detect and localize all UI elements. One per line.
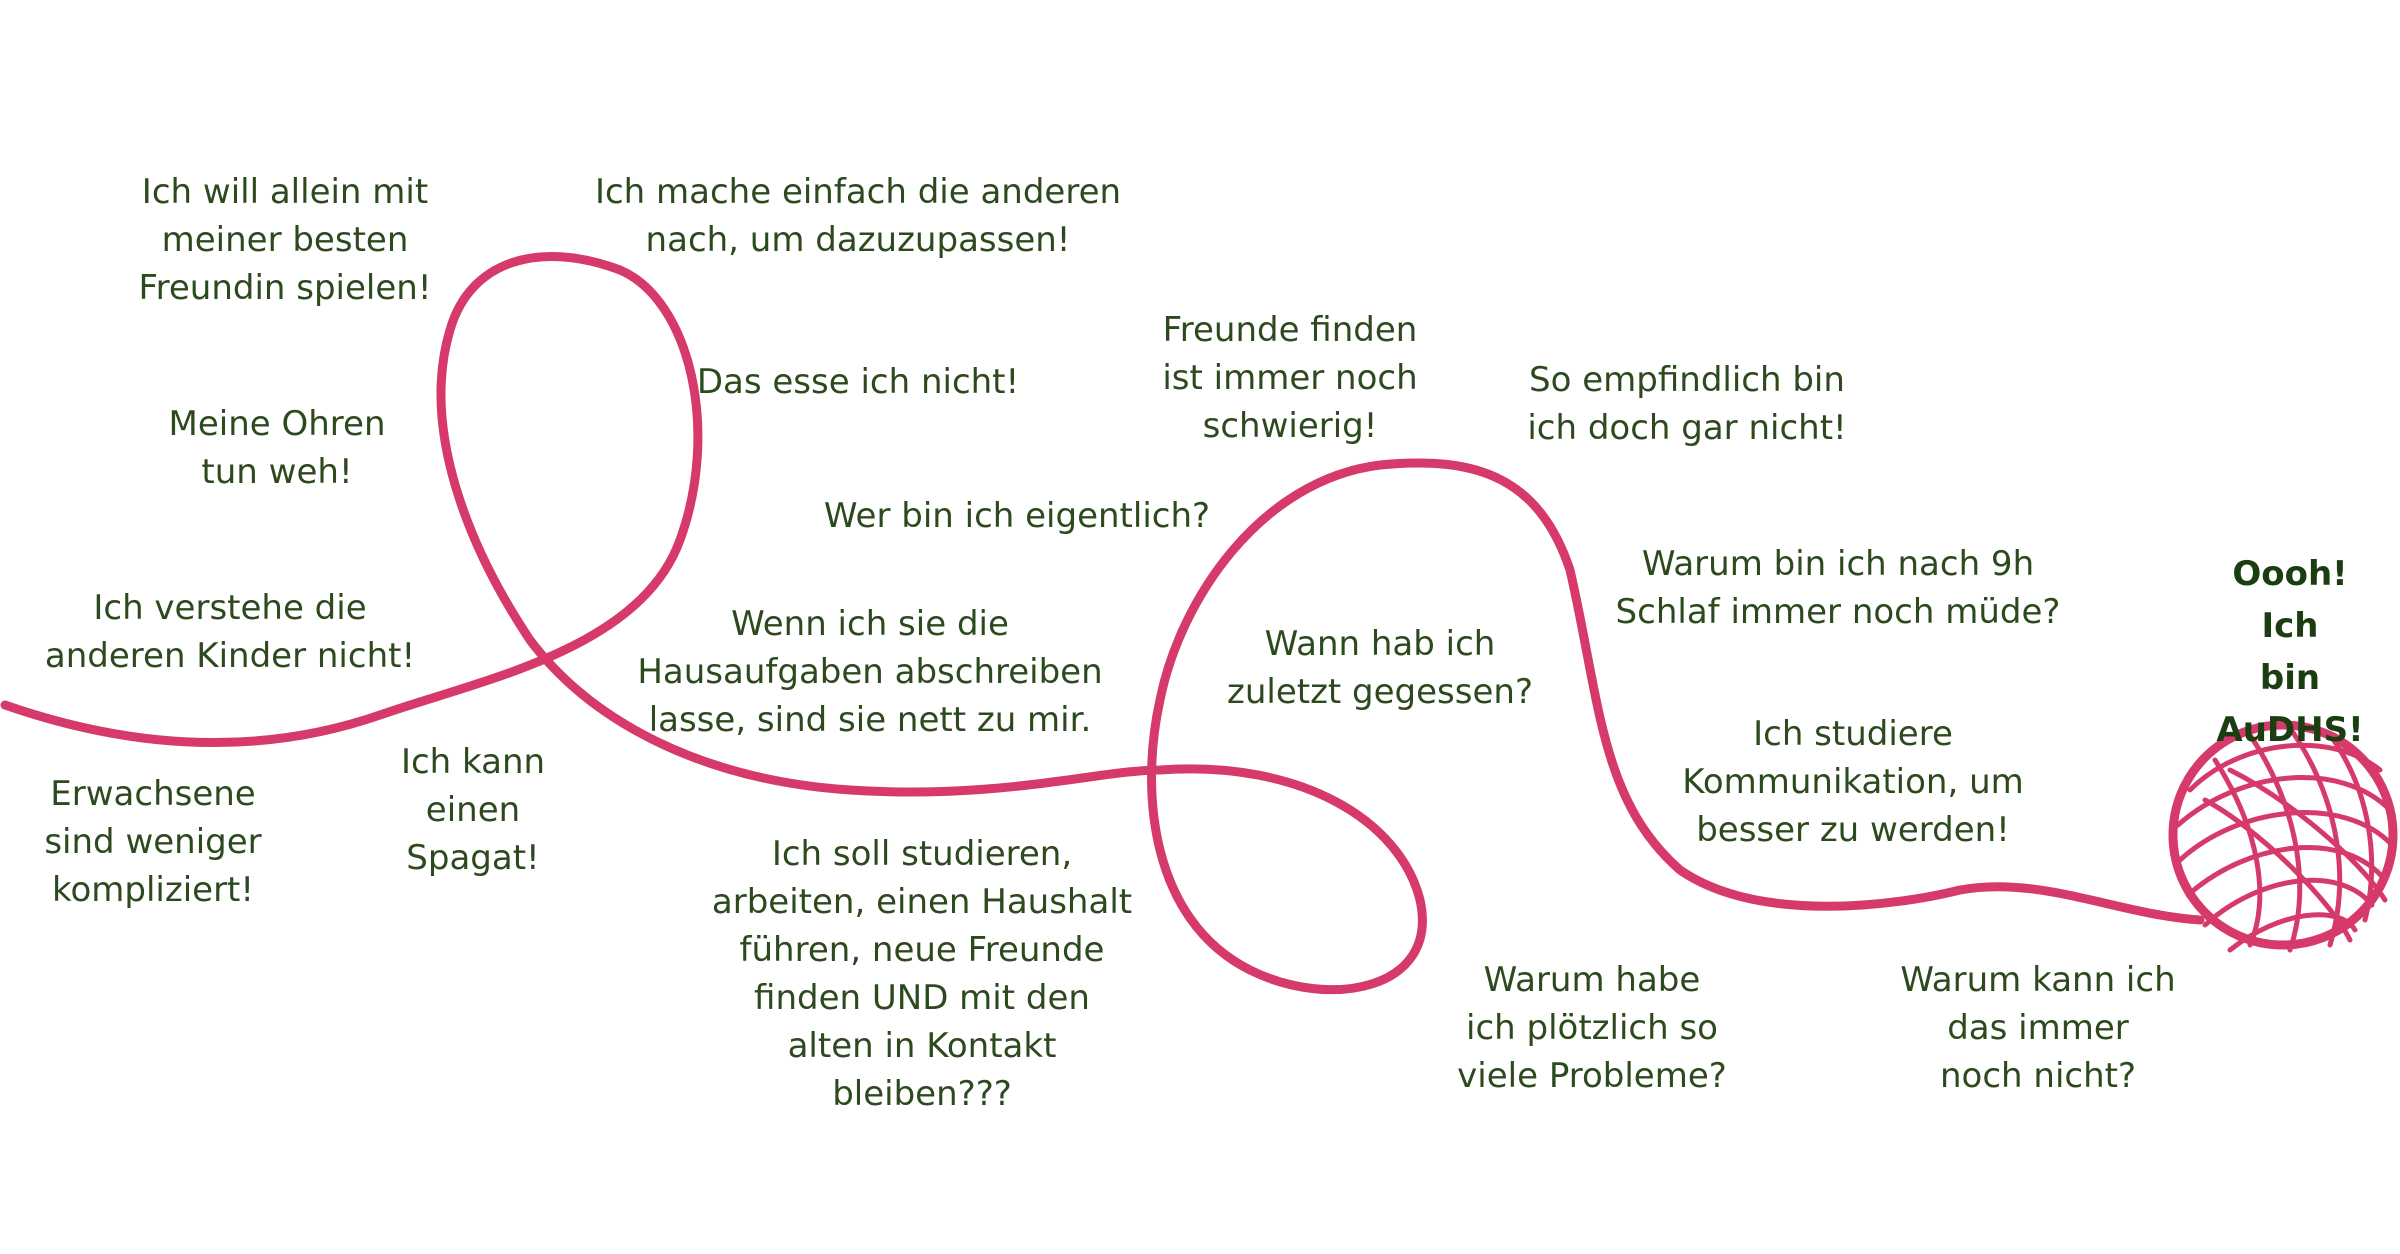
label-empfindlich: So empfindlich bin ich doch gar nicht! [1527, 360, 1847, 448]
label-studieren-haushalt: Ich soll studieren, arbeiten, einen Haus… [711, 834, 1133, 1114]
label-andere-nachmachen: Ich mache einfach die anderen nach, um d… [594, 172, 1122, 260]
yarn-ball-icon [2168, 720, 2398, 953]
label-ohren-tun-weh: Meine Ohren tun weh! [168, 404, 386, 492]
label-zuletzt-gegessen: Wann hab ich zuletzt gegessen? [1226, 624, 1534, 712]
label-das-esse-ich-nicht: Das esse ich nicht! [696, 362, 1020, 402]
label-schlaf-muede: Warum bin ich nach 9h Schlaf immer noch … [1615, 544, 2061, 632]
label-immer-noch-nicht: Warum kann ich das immer noch nicht? [1900, 960, 2176, 1096]
label-kinder-verstehen: Ich verstehe die anderen Kinder nicht! [44, 588, 416, 676]
label-erwachsene: Erwachsene sind weniger kompliziert! [44, 774, 262, 910]
label-allein-spielen: Ich will allein mit meiner besten Freund… [138, 172, 432, 308]
label-wer-bin-ich: Wer bin ich eigentlich? [823, 496, 1211, 536]
label-probleme: Warum habe ich plötzlich so viele Proble… [1457, 960, 1727, 1096]
label-audhs: Oooh! Ich bin AuDHS! [2216, 554, 2364, 750]
label-freunde-finden: Freunde finden ist immer noch schwierig! [1162, 310, 1418, 446]
label-hausaufgaben: Wenn ich sie die Hausaufgaben abschreibe… [637, 604, 1103, 740]
label-spagat: Ich kann einen Spagat! [400, 742, 546, 878]
thread-line [0, 252, 2205, 995]
label-kommunikation: Ich studiere Kommunikation, um besser zu… [1682, 714, 2024, 850]
